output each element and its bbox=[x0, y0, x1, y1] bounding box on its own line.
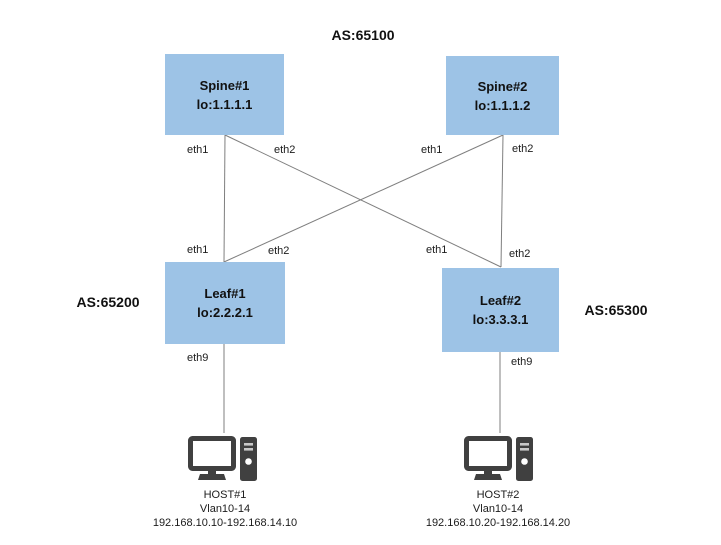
node-spine2: Spine#2 lo:1.1.1.2 bbox=[446, 56, 559, 135]
host-ip-range: 192.168.10.20-192.168.14.20 bbox=[425, 517, 571, 529]
as-label-spines: AS:65100 bbox=[331, 27, 395, 43]
link-spine1-leaf1 bbox=[223, 134, 226, 263]
node-loopback: lo:1.1.1.1 bbox=[196, 96, 253, 112]
node-loopback: lo:1.1.1.2 bbox=[474, 97, 531, 113]
host1-label: HOST#1 Vlan10-14 192.168.10.10-192.168.1… bbox=[153, 488, 297, 530]
node-spine1: Spine#1 lo:1.1.1.1 bbox=[165, 54, 284, 135]
iface-label-spine2-eth2: eth2 bbox=[512, 143, 534, 155]
link-spine2-leaf1 bbox=[223, 134, 504, 263]
host-name: HOST#1 bbox=[203, 489, 247, 501]
host-vlan: Vlan10-14 bbox=[472, 503, 524, 515]
node-name: Leaf#2 bbox=[479, 293, 522, 308]
link-spine2-leaf2 bbox=[500, 134, 504, 268]
desktop-computer-icon bbox=[188, 436, 257, 481]
iface-label-spine2-eth1: eth1 bbox=[421, 144, 443, 156]
node-name: Leaf#1 bbox=[204, 286, 246, 301]
iface-label-leaf1-eth2: eth2 bbox=[268, 245, 290, 257]
host-name: HOST#2 bbox=[476, 489, 520, 501]
host-vlan: Vlan10-14 bbox=[199, 503, 251, 515]
iface-label-spine1-eth1: eth1 bbox=[187, 144, 209, 156]
host2-label: HOST#2 Vlan10-14 192.168.10.20-192.168.1… bbox=[426, 488, 570, 530]
node-loopback: lo:3.3.3.1 bbox=[472, 312, 529, 327]
iface-label-leaf1-eth1: eth1 bbox=[187, 244, 209, 256]
host-ip-range: 192.168.10.10-192.168.14.10 bbox=[152, 517, 298, 529]
as-label-leaf1: AS:65200 bbox=[76, 294, 140, 310]
desktop-computer-icon bbox=[464, 436, 533, 481]
node-leaf2: Leaf#2 lo:3.3.3.1 bbox=[442, 268, 559, 352]
iface-label-leaf2-eth9: eth9 bbox=[511, 356, 533, 368]
as-label-leaf2: AS:65300 bbox=[584, 302, 648, 318]
iface-label-leaf1-eth9: eth9 bbox=[187, 352, 209, 364]
node-name: Spine#1 bbox=[199, 77, 250, 93]
iface-label-leaf2-eth2: eth2 bbox=[509, 248, 531, 260]
iface-label-leaf2-eth1: eth1 bbox=[426, 244, 448, 256]
iface-label-spine1-eth2: eth2 bbox=[274, 144, 296, 156]
node-loopback: lo:2.2.2.1 bbox=[197, 305, 253, 320]
node-leaf1: Leaf#1 lo:2.2.2.1 bbox=[165, 262, 285, 344]
node-name: Spine#2 bbox=[477, 78, 528, 94]
link-spine1-leaf2 bbox=[224, 134, 502, 268]
